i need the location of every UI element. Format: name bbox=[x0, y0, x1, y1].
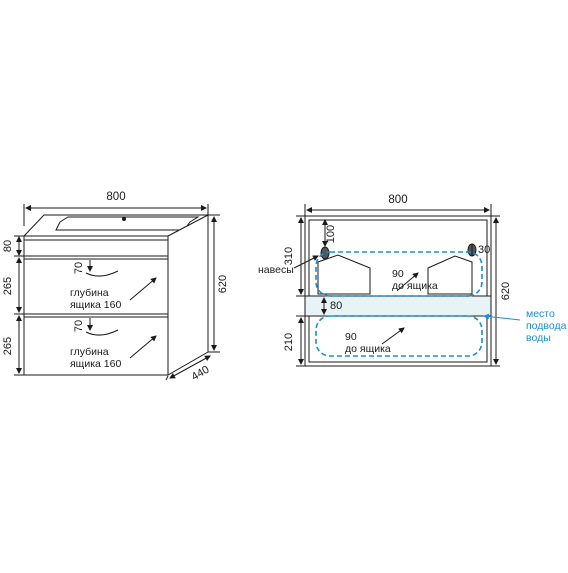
left-drawer-1-note-2: ящика 160 bbox=[70, 299, 121, 311]
left-width-label: 800 bbox=[106, 191, 125, 203]
right-hinges-leader bbox=[293, 255, 319, 269]
right-lower-leader bbox=[381, 327, 405, 345]
right-upper-label: 310 bbox=[283, 247, 295, 265]
left-side-panel bbox=[167, 214, 209, 376]
right-frame-inner bbox=[308, 219, 488, 363]
left-top-height-label: 80 bbox=[2, 240, 14, 252]
right-width-label: 800 bbox=[388, 194, 407, 206]
left-height-label: 620 bbox=[217, 275, 229, 293]
left-top-front bbox=[23, 235, 169, 257]
right-shelf-label: 80 bbox=[330, 300, 342, 312]
water-zone-upper bbox=[315, 251, 483, 297]
left-drawer-1-height-label: 265 bbox=[2, 277, 14, 295]
left-drawer-1-note-1: глубина bbox=[70, 287, 109, 299]
water-supply-leader bbox=[483, 313, 521, 321]
right-cabinet-view bbox=[293, 204, 500, 367]
right-offset-label: 30 bbox=[478, 244, 490, 256]
left-handle-2-label: 70 bbox=[73, 320, 85, 332]
left-drawer-2 bbox=[23, 313, 169, 376]
left-depth-ext-a bbox=[165, 375, 169, 381]
left-tap-hole bbox=[122, 217, 126, 221]
water-note-3: воды bbox=[526, 332, 551, 344]
right-lower-label: 210 bbox=[283, 333, 295, 351]
water-note-2: подвода bbox=[526, 320, 567, 332]
right-upper-note-1: 90 bbox=[392, 268, 404, 280]
left-handle-1-label: 70 bbox=[73, 262, 85, 274]
right-hinge-offset-label: 100 bbox=[325, 225, 337, 243]
left-drawer-1-handle bbox=[85, 270, 119, 277]
left-drawer-2-note-1: глубина bbox=[70, 346, 109, 358]
left-sink-bowl bbox=[55, 216, 200, 231]
left-depth-label: 440 bbox=[190, 364, 212, 384]
left-drawer-2-height-label: 265 bbox=[2, 337, 14, 355]
right-upper-leader bbox=[397, 272, 419, 291]
right-hinges-label: навесы bbox=[258, 264, 294, 276]
left-drawer-2-note-2: ящика 160 bbox=[70, 358, 121, 370]
water-note-1: место bbox=[526, 308, 555, 320]
left-drawer-1 bbox=[23, 255, 169, 315]
left-cabinet-view bbox=[14, 204, 220, 381]
water-zone-lower bbox=[315, 315, 483, 357]
right-bracket-left bbox=[317, 254, 371, 295]
right-lower-note-1: 90 bbox=[345, 331, 357, 343]
right-hinge-left bbox=[320, 246, 330, 260]
left-leader-drawer-1 bbox=[129, 277, 157, 301]
water-zones bbox=[315, 251, 483, 357]
left-leader-drawer-2 bbox=[129, 335, 157, 359]
right-lower-note-2: до ящика bbox=[345, 343, 391, 355]
left-depth-dim-line bbox=[169, 355, 211, 379]
right-height-label: 620 bbox=[500, 282, 512, 300]
right-upper-note-2: до ящика bbox=[392, 280, 438, 292]
right-bracket-right bbox=[427, 255, 473, 295]
left-drawer-2-handle bbox=[85, 329, 119, 336]
